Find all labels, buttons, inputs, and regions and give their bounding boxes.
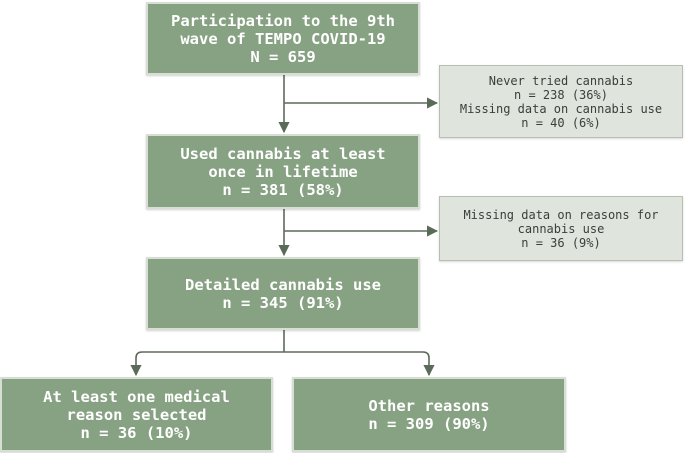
- split-left-branch: [130, 351, 284, 377]
- medical-reason-box: At least one medical reason selected n =…: [0, 377, 273, 452]
- medical-reason-line-3: n = 36 (10%): [80, 423, 193, 442]
- medical-reason-line-1: At least one medical: [43, 387, 230, 406]
- other-reasons-line-1: Other reasons: [368, 396, 490, 415]
- participation-line-2: wave of TEMPO COVID-19: [180, 29, 386, 48]
- participation-line-1: Participation to the 9th: [171, 11, 395, 30]
- used-cannabis-line-1: Used cannabis at least: [180, 144, 386, 163]
- detailed-use-box: Detailed cannabis use n = 345 (91%): [146, 257, 420, 330]
- participation-box: Participation to the 9th wave of TEMPO C…: [146, 2, 420, 75]
- other-reasons-line-2: n = 309 (90%): [368, 414, 490, 433]
- split-right-branch: [284, 351, 435, 377]
- used-cannabis-box: Used cannabis at least once in lifetime …: [146, 134, 420, 209]
- detailed-use-line-1: Detailed cannabis use: [185, 275, 381, 294]
- missing-reasons-box: Missing data on reasons for cannabis use…: [439, 196, 683, 261]
- participation-line-3: N = 659: [250, 47, 316, 66]
- missing-reasons-line-2: cannabis use: [517, 221, 605, 236]
- missing-reasons-line-3: n = 36 (9%): [521, 235, 601, 250]
- never-tried-line-4: n = 40 (6%): [521, 115, 601, 130]
- never-tried-line-2: n = 238 (36%): [514, 87, 608, 102]
- never-tried-line-3: Missing data on cannabis use: [459, 101, 663, 116]
- used-cannabis-line-2: once in lifetime: [208, 162, 358, 181]
- never-tried-box: Never tried cannabis n = 238 (36%) Missi…: [439, 65, 683, 138]
- detailed-use-line-2: n = 345 (91%): [222, 293, 344, 312]
- medical-reason-line-2: reason selected: [66, 405, 207, 424]
- used-cannabis-line-3: n = 381 (58%): [222, 180, 344, 199]
- other-reasons-box: Other reasons n = 309 (90%): [292, 377, 566, 452]
- missing-reasons-line-1: Missing data on reasons for: [463, 207, 659, 222]
- never-tried-line-1: Never tried cannabis: [488, 73, 634, 88]
